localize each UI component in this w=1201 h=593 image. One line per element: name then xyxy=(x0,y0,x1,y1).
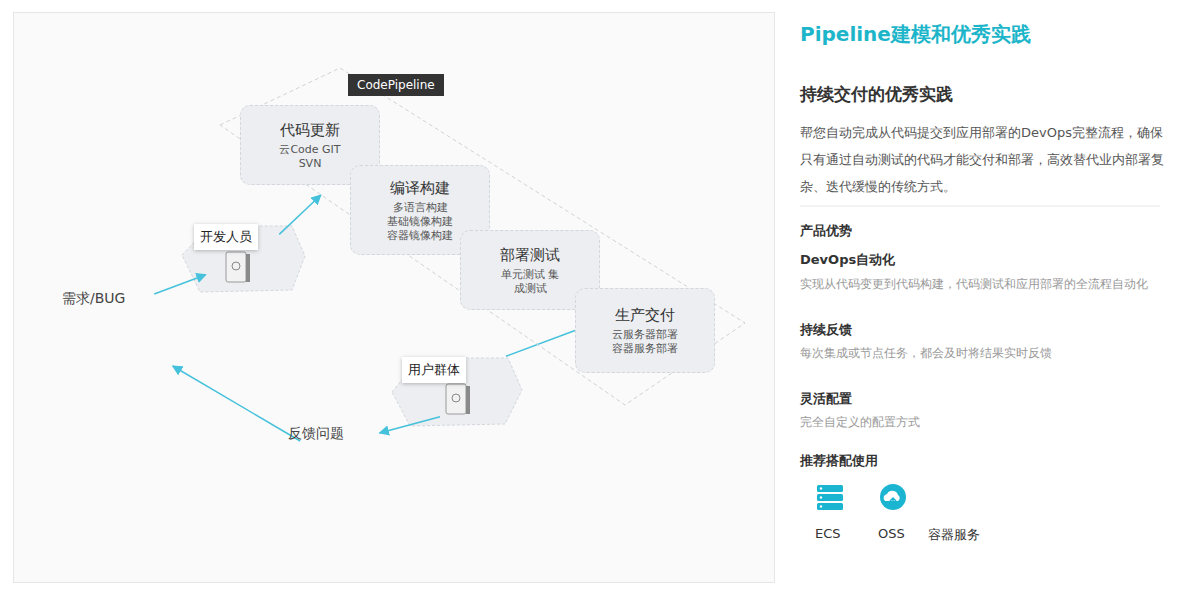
page-title: Pipeline建模和优秀实践 xyxy=(800,21,1031,48)
box-detail: 云Code GIT SVN xyxy=(276,143,344,171)
pipeline-region: CodePipeline 代码更新云Code GIT SVN 编译构建多语言构建 基… xyxy=(220,68,740,405)
box-title: 代码更新 xyxy=(280,120,340,140)
section-heading: 持续反馈 xyxy=(800,321,852,339)
section-heading: 持续交付的优秀实践 xyxy=(800,83,953,106)
section-heading: 推荐搭配使用 xyxy=(800,452,878,470)
feature-desc: 完全自定义的配置方式 xyxy=(800,415,920,430)
process-box: 需求/BUG xyxy=(62,290,185,370)
divider-line xyxy=(800,206,1160,207)
actor-label: 用户群体 xyxy=(402,357,466,383)
actor-platform: 用户群体 xyxy=(398,355,518,420)
box-detail: 云服务器部署 容器服务部署 xyxy=(611,328,679,356)
box-detail: 多语言构建 基础镜像构建 容器镜像构建 xyxy=(386,201,454,243)
flow-arrow xyxy=(380,417,441,433)
oss-icon xyxy=(880,484,906,510)
actor-label: 开发人员 xyxy=(194,224,258,250)
feature-desc: 实现从代码变更到代码构建，代码测试和应用部署的全流程自动化 xyxy=(800,277,1148,292)
section-heading: DevOps自动化 xyxy=(800,251,895,269)
box-title: 编译构建 xyxy=(390,178,450,198)
product-name: ECS xyxy=(815,526,841,541)
intro-text: 帮您自动完成从代码提交到应用部署的DevOps完整流程，确保只有通过自动测试的代… xyxy=(800,119,1168,200)
box-title: 反馈问题 xyxy=(288,425,410,443)
server-icon xyxy=(446,384,470,414)
flow-arrow xyxy=(154,275,206,294)
platform-shape xyxy=(392,358,522,426)
ecs-icon xyxy=(817,485,843,510)
box-title: 需求/BUG xyxy=(62,290,185,308)
process-box: 生产交付云服务器部署 容器服务部署 xyxy=(575,288,715,373)
section-heading: 灵活配置 xyxy=(800,390,852,408)
box-title: 部署测试 xyxy=(500,245,560,265)
box-detail: 单元测试 集成测试 xyxy=(496,268,564,296)
server-icon xyxy=(226,252,250,282)
flow-arrow xyxy=(506,331,575,357)
product-name: OSS xyxy=(878,526,905,541)
box-title: 生产交付 xyxy=(615,305,675,325)
actor-platform: 开发人员 xyxy=(190,222,295,284)
process-box: 反馈问题 xyxy=(288,425,410,505)
flow-arrow xyxy=(173,366,301,441)
pipeline-tag: CodePipeline xyxy=(348,74,444,96)
section-heading: 产品优势 xyxy=(800,222,852,240)
flow-arrow xyxy=(279,195,321,234)
feature-desc: 每次集成或节点任务，都会及时将结果实时反馈 xyxy=(800,346,1052,361)
product-name: 容器服务 xyxy=(928,526,980,544)
